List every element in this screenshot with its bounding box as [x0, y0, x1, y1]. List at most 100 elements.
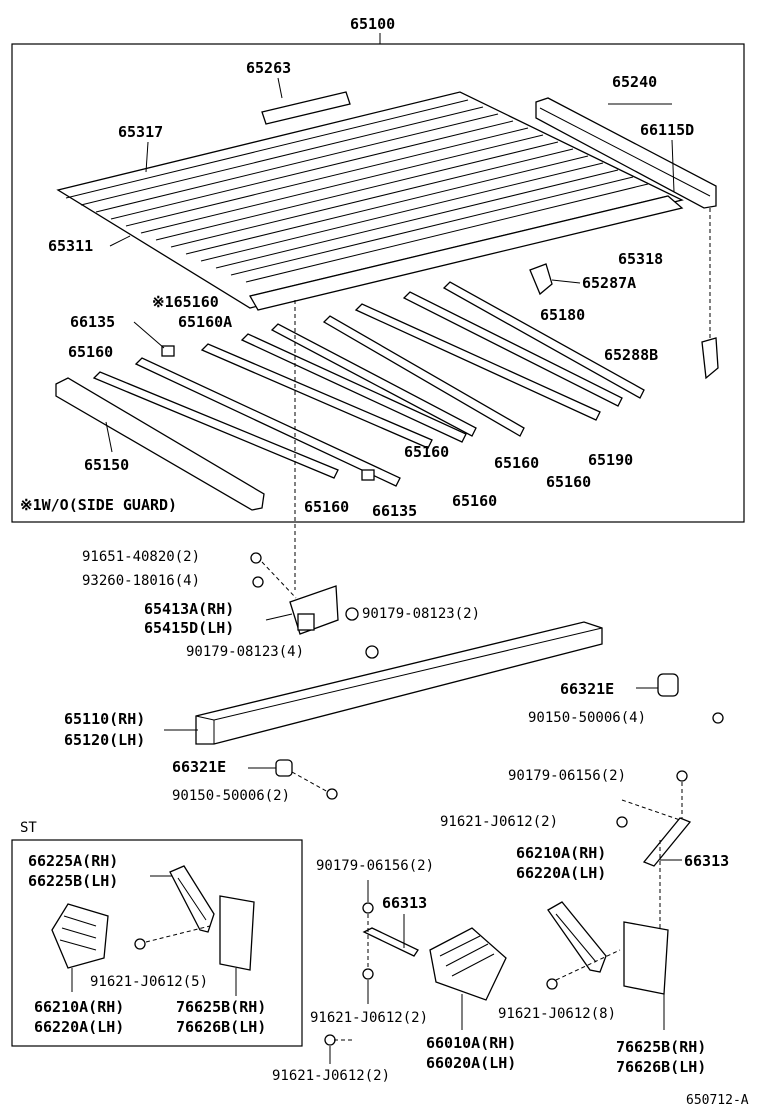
label-65317: 65317 — [118, 123, 163, 141]
bolt-91651 — [250, 552, 262, 564]
label-90150-a: 90150-50006(4) — [528, 710, 646, 726]
label-65160-f: 65160 — [304, 498, 349, 516]
label-91651: 91651-40820(2) — [82, 549, 200, 565]
label-65318: 65318 — [618, 250, 663, 268]
label-76626B-b: 76626B(LH) — [616, 1058, 706, 1076]
part-65150 — [55, 377, 265, 511]
mudguard-bracket-rh — [547, 901, 607, 973]
label-65160-d: 65160 — [546, 473, 591, 491]
part-66135-b — [361, 469, 375, 481]
dash-bumper-b — [291, 771, 329, 793]
leader-65413A — [265, 613, 293, 621]
label-66210A-b: 66210A(RH) — [34, 998, 124, 1016]
label-65110: 65110(RH) — [64, 710, 145, 728]
label-65160-b: 65160 — [404, 443, 449, 461]
label-91621-b: 91621-J0612(5) — [90, 974, 208, 990]
bolt-90150-a — [712, 712, 724, 724]
mudguard-66010A — [429, 927, 507, 1001]
label-66313-a: 66313 — [684, 852, 729, 870]
bumper-66321E-b — [275, 759, 293, 777]
label-66225B: 66225B(LH) — [28, 872, 118, 890]
label-93260: 93260-18016(4) — [82, 573, 200, 589]
label-90179-d: 90179-06156(2) — [316, 858, 434, 874]
label-66220A-b: 66220A(LH) — [34, 1018, 124, 1036]
label-65180: 65180 — [540, 306, 585, 324]
label-91621-d: 91621-J0612(8) — [498, 1006, 616, 1022]
note-without-side-guard: ※1W/O(SIDE GUARD) — [20, 496, 177, 514]
part-65287A — [529, 263, 553, 296]
label-65287A: 65287A — [582, 274, 636, 292]
label-90179-a: 90179-08123(2) — [362, 606, 480, 622]
nut-90179-a — [345, 607, 359, 621]
dash-st-bolt — [145, 925, 211, 943]
bracket-66313-a — [642, 817, 692, 867]
label-90150-b: 90150-50006(2) — [172, 788, 290, 804]
bolt-91621-a — [616, 816, 628, 828]
bracket-66313-b — [362, 927, 419, 957]
label-65288B: 65288B — [604, 346, 658, 364]
dash-right-bracket — [621, 799, 681, 821]
label-90179-b: 90179-08123(4) — [186, 644, 304, 660]
label-90179-c: 90179-06156(2) — [508, 768, 626, 784]
bumper-66321E-a — [657, 673, 679, 697]
label-91621-c: 91621-J0612(2) — [310, 1010, 428, 1026]
label-65160-c: 65160 — [494, 454, 539, 472]
label-66225A: 66225A(RH) — [28, 852, 118, 870]
leader-65311 — [109, 235, 131, 247]
label-165160: ※165160 — [152, 293, 219, 311]
leader-66135-a — [133, 321, 165, 349]
floor-panel — [56, 91, 684, 311]
mudguard-66210A-st — [51, 903, 109, 969]
label-65160-a: 65160 — [68, 343, 113, 361]
label-65311: 65311 — [48, 237, 93, 255]
nut-90179-d — [362, 902, 374, 914]
st-group-frame — [11, 839, 303, 1047]
leader-65287A — [551, 279, 581, 284]
label-66115D: 66115D — [640, 121, 694, 139]
label-66321E-b: 66321E — [172, 758, 226, 776]
label-65160-e: 65160 — [452, 492, 497, 510]
label-st-group: ST — [20, 820, 37, 836]
leader-65263 — [277, 77, 283, 99]
nut-90179-b — [365, 645, 379, 659]
bracket-66225A — [169, 865, 215, 933]
bolt-91621-c — [362, 968, 374, 980]
mudflap-st — [219, 895, 255, 971]
label-66010A: 66010A(RH) — [426, 1034, 516, 1052]
part-65240 — [535, 97, 717, 209]
label-91621-e: 91621-J0612(2) — [272, 1068, 390, 1084]
label-66135-b: 66135 — [372, 502, 417, 520]
label-66313-b: 66313 — [382, 894, 427, 912]
part-65288B — [701, 337, 719, 380]
bracket-65413A — [289, 585, 339, 635]
part-65263 — [261, 91, 351, 125]
label-66220A-a: 66220A(LH) — [516, 864, 606, 882]
label-65100: 65100 — [350, 15, 395, 33]
part-66135-a — [161, 345, 175, 357]
dash-bolt-a — [261, 561, 297, 599]
label-65120: 65120(LH) — [64, 731, 145, 749]
label-76626B-a: 76626B(LH) — [176, 1018, 266, 1036]
label-65240: 65240 — [612, 73, 657, 91]
label-65415D: 65415D(LH) — [144, 619, 234, 637]
bolt-91621-b — [134, 938, 146, 950]
bolt-91621-d — [546, 978, 558, 990]
nut-90179-c — [676, 770, 688, 782]
label-76625B-a: 76625B(RH) — [176, 998, 266, 1016]
leader-65150 — [105, 421, 113, 453]
label-66321E-a: 66321E — [560, 680, 614, 698]
label-65150: 65150 — [84, 456, 129, 474]
label-66210A-a: 66210A(RH) — [516, 844, 606, 862]
leader-65317 — [145, 141, 149, 173]
frame-rail-65110 — [195, 621, 603, 745]
assembly-frame — [11, 43, 745, 523]
label-76625B-b: 76625B(RH) — [616, 1038, 706, 1056]
mudflap-rh — [623, 921, 669, 995]
label-65190: 65190 — [588, 451, 633, 469]
bolt-91621-e — [324, 1034, 336, 1046]
reference-code: 650712-A — [686, 1093, 749, 1108]
bolt-93260 — [252, 576, 264, 588]
dash-rh-bolt — [555, 949, 621, 981]
bolt-90150-b — [326, 788, 338, 800]
